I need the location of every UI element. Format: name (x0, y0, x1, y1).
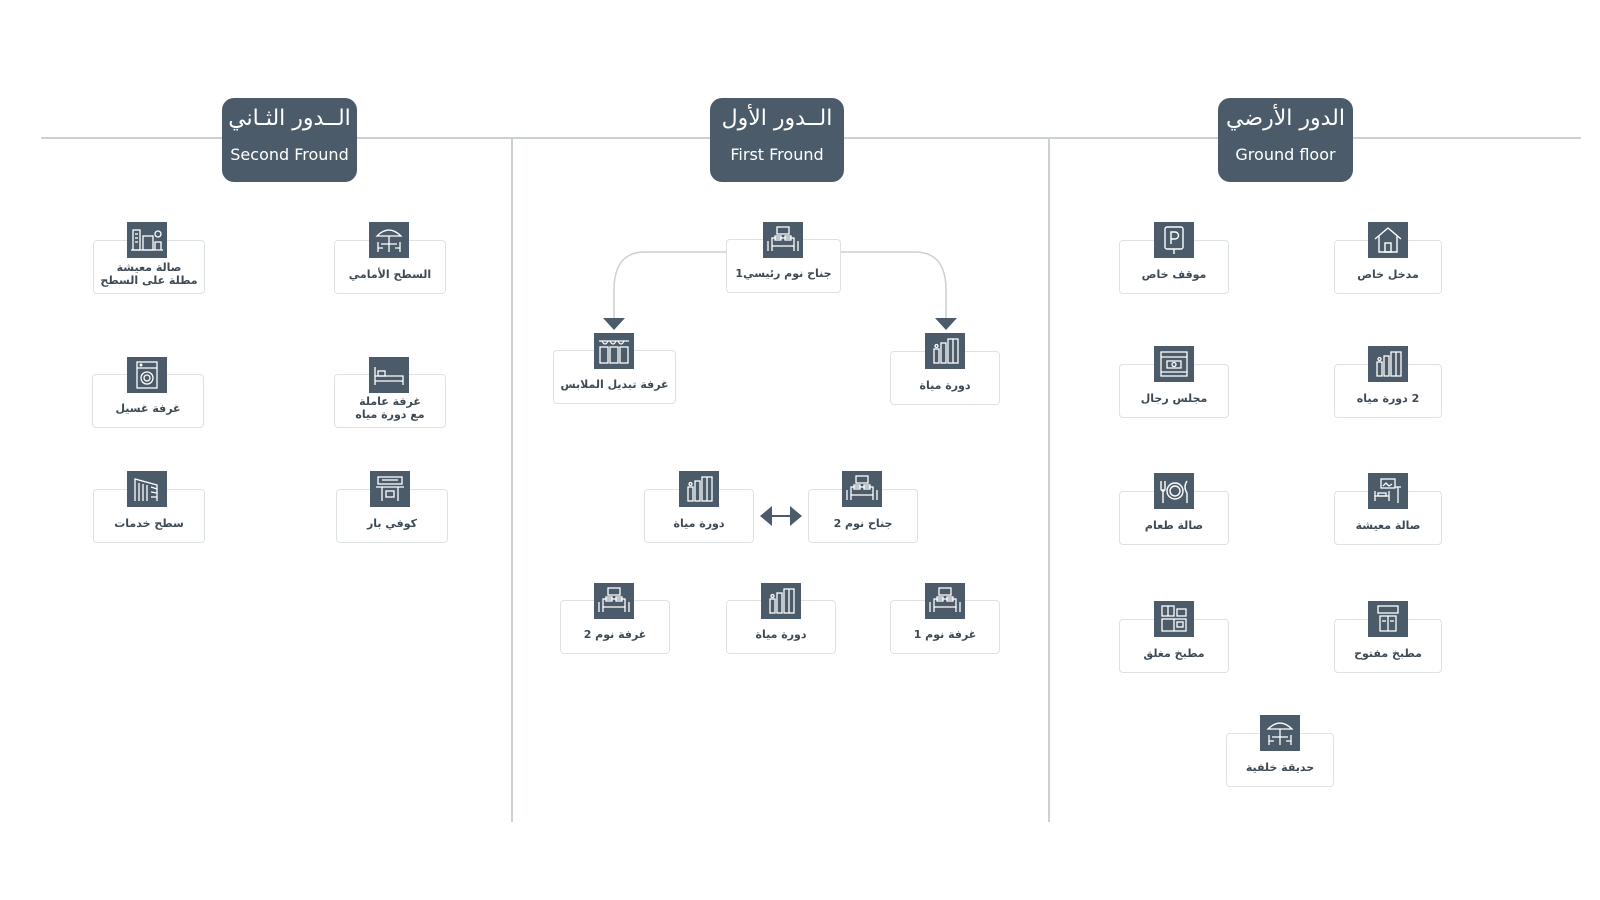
room-card-suite2-bathroom: دورة مياة (644, 489, 754, 543)
majlis-icon (1154, 346, 1194, 382)
arrow-down-icon (603, 318, 625, 330)
first-floor-title-en: First Fround (730, 145, 824, 164)
room-label: مجلس رجال (1140, 391, 1208, 405)
ground-floor-title-en: Ground floor (1235, 145, 1336, 164)
second-floor-header: الــدور الثـاني Second Fround (222, 98, 357, 182)
room-label: جناح نوم رئيسي1 (735, 266, 832, 280)
room-label: جناح نوم 2 (833, 516, 893, 530)
arrow-down-icon (935, 318, 957, 330)
room-label: دورة مياة (755, 627, 807, 641)
dining-plate-icon (1154, 473, 1194, 509)
room-label: غرفة تبديل الملابس (560, 377, 669, 391)
room-label: 2 دورة مياه (1356, 391, 1420, 405)
second-floor-title-ar: الــدور الثـاني (228, 106, 351, 131)
bedroom-icon (925, 583, 965, 619)
bathroom-icon (1368, 346, 1408, 382)
kitchen-icon (1154, 601, 1194, 637)
first-floor-title-ar: الــدور الأول (721, 106, 833, 131)
floor-divider-left (511, 137, 513, 822)
room-label: حديقة خلفية (1245, 760, 1315, 774)
bathroom-icon (761, 583, 801, 619)
living-room-icon (1368, 473, 1408, 509)
room-label: مدخل خاص (1357, 267, 1419, 281)
room-label: موقف خاص (1141, 267, 1207, 281)
city-view-icon (127, 222, 167, 258)
bed-icon (369, 357, 409, 393)
floor-divider-right (1048, 137, 1050, 822)
room-label: مطبخ مغلق (1143, 646, 1205, 660)
room-label: غرفة نوم 2 (583, 627, 647, 641)
washing-machine-icon (127, 357, 167, 393)
first-floor-header: الــدور الأول First Fround (710, 98, 844, 182)
room-label: صالة معيشة مطلة على السطح (100, 261, 198, 287)
room-label: صالة معيشة (1355, 518, 1421, 532)
umbrella-table-icon (369, 222, 409, 258)
bedroom-icon (842, 471, 882, 507)
room-label: كوفي بار (366, 516, 418, 530)
coffee-counter-icon (370, 471, 410, 507)
room-label: غرفة عاملة مع دورة مياه (355, 395, 425, 421)
building-icon (127, 471, 167, 507)
room-card-private-entrance: مدخل خاص (1334, 240, 1442, 294)
bathroom-icon (679, 471, 719, 507)
kitchen-icon (1368, 601, 1408, 637)
room-label: مطبخ مفتوح (1354, 646, 1422, 660)
room-label: صالة طعام (1144, 518, 1204, 532)
room-label: دورة مياة (673, 516, 725, 530)
room-card-dressing-room: غرفة تبديل الملابس (553, 350, 676, 404)
bedroom-icon (763, 222, 803, 258)
garden-umbrella-icon (1260, 715, 1300, 751)
room-card-dining-hall: صالة طعام (1119, 491, 1229, 545)
house-icon (1368, 222, 1408, 258)
room-card-front-roof: السطح الأمامي (334, 240, 446, 294)
room-label: السطح الأمامي (348, 267, 432, 281)
ground-floor-title-ar: الدور الأرضي (1226, 106, 1345, 131)
room-label: دورة مياة (919, 378, 971, 392)
room-label: غرفة نوم 1 (913, 627, 977, 641)
room-label: سطح خدمات (114, 516, 184, 530)
double-arrow-icon (760, 506, 802, 526)
bathroom-icon (925, 333, 965, 369)
ground-floor-header: الدور الأرضي Ground floor (1218, 98, 1353, 182)
second-floor-title-en: Second Fround (230, 145, 349, 164)
wardrobe-icon (594, 333, 634, 369)
room-label: غرفة غسيل (115, 401, 181, 415)
parking-icon (1154, 222, 1194, 258)
bedroom-icon (594, 583, 634, 619)
